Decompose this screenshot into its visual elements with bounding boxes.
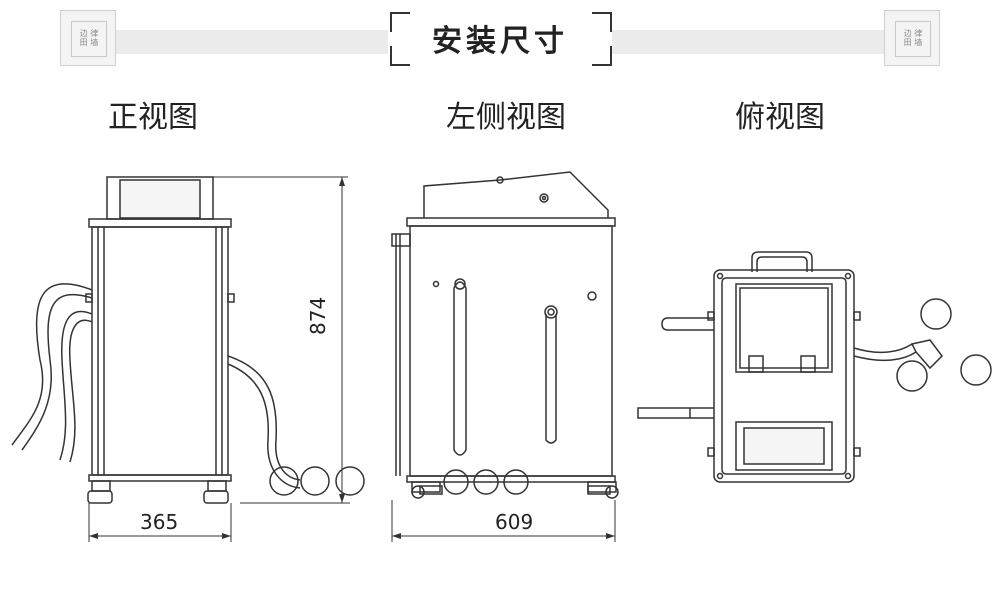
corner-stamp-right: 边 律田 墙 [884,10,940,66]
front-body [91,226,229,476]
front-side-knob [227,293,235,303]
bracket-top-left [390,12,410,32]
top-float-ball-1 [920,298,952,330]
front-bottom-plate [88,474,232,482]
front-float-ball-2 [300,466,330,496]
front-caster-right [203,480,229,504]
side-body [409,225,613,477]
side-top-housing [423,171,609,218]
top-handle [751,251,813,272]
corner-stamp-text-left: 边 律田 墙 [71,21,107,57]
side-bottom-plate [406,475,616,483]
front-top-plate [88,218,232,228]
side-view-drawing [391,171,619,542]
front-float-ball-1 [269,466,299,496]
top-hinge-right [800,355,816,373]
front-hose-right [227,355,301,481]
side-top-plate [406,217,616,227]
front-view-drawing [11,176,365,542]
front-display-screen [119,179,201,219]
top-float-ball-3 [960,354,992,386]
top-view-label: 俯视图 [735,100,825,135]
corner-stamp-text-right: 边 律田 墙 [895,21,931,57]
title-backdrop [388,10,612,66]
top-display-panel [735,421,833,471]
front-float-ball-3 [335,466,365,496]
top-hose-right [853,343,913,354]
top-hinge-left [748,355,764,373]
side-view-label: 左侧视图 [446,100,566,135]
side-sight-tube-left [453,281,467,456]
side-inlet-pipe [391,233,411,247]
side-float-ball-2 [503,469,529,495]
top-float-ball-2 [896,360,928,392]
bracket-bottom-right [592,46,612,66]
height-dimension-text: 874 [306,296,330,335]
side-sight-tube-right [545,314,557,444]
side-caster-left [411,481,443,499]
side-width-dimension-text: 609 [495,510,534,534]
top-view-drawing [637,251,992,483]
top-outer-frame [713,269,855,483]
side-top-button [539,193,549,203]
front-hose-left-1 [11,283,93,446]
front-hose-left-2 [59,310,93,461]
side-float-ball-1 [443,469,469,495]
front-caster-left [87,480,113,504]
top-pipe-upper [661,317,714,331]
bracket-top-right [592,12,612,32]
top-pipe-lower [637,407,714,419]
corner-stamp-left: 边 律田 墙 [60,10,116,66]
side-caster-right [587,481,619,499]
page-title: 安装尺寸 [432,24,568,59]
top-float-junction [910,339,943,370]
top-hatch [735,283,833,373]
bracket-bottom-left [390,46,410,66]
front-width-dimension-text: 365 [140,510,179,534]
front-view-label: 正视图 [108,100,198,135]
